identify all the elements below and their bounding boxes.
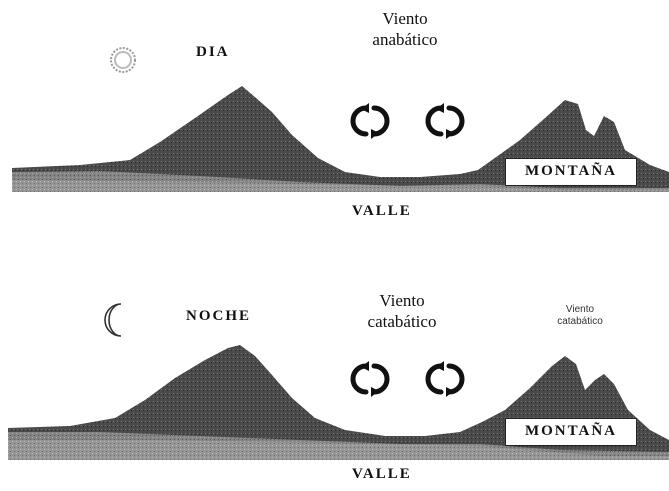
day-ground: [12, 86, 669, 190]
night-valley-label: VALLE: [352, 466, 412, 482]
circular-arrows-icon: [425, 361, 465, 397]
night-slope-wind-label-line1: Viento: [565, 304, 595, 315]
night-terrain: [8, 345, 669, 460]
day-wind-label-line1: Viento: [382, 9, 428, 28]
night-wind-label-line2: catabático: [367, 312, 437, 331]
night-mountain-label: MONTAÑA: [505, 418, 637, 446]
day-wind-label: Viento anabático: [350, 8, 460, 50]
night-ground: [8, 345, 669, 456]
day-terrain: [12, 86, 669, 192]
day-mountain-label: MONTAÑA: [505, 158, 637, 186]
sun-icon: [110, 47, 136, 73]
day-ground-base: [12, 171, 669, 192]
night-slope-wind-label: Viento catabático: [535, 304, 625, 328]
crescent-moon-icon: [104, 303, 122, 337]
night-wind-label-line1: Viento: [379, 291, 425, 310]
day-period-label: DIA: [196, 44, 230, 60]
circular-arrows-icon: [350, 361, 390, 397]
circular-arrows-icon: [350, 103, 390, 139]
night-ground-base: [8, 432, 669, 460]
day-wind-label-line2: anabático: [372, 30, 438, 49]
night-wind-label: Viento catabático: [347, 290, 457, 332]
circular-arrows-icon: [425, 103, 465, 139]
night-period-label: NOCHE: [186, 308, 252, 324]
day-valley-label: VALLE: [352, 203, 412, 219]
night-slope-wind-label-line2: catabático: [557, 316, 603, 327]
